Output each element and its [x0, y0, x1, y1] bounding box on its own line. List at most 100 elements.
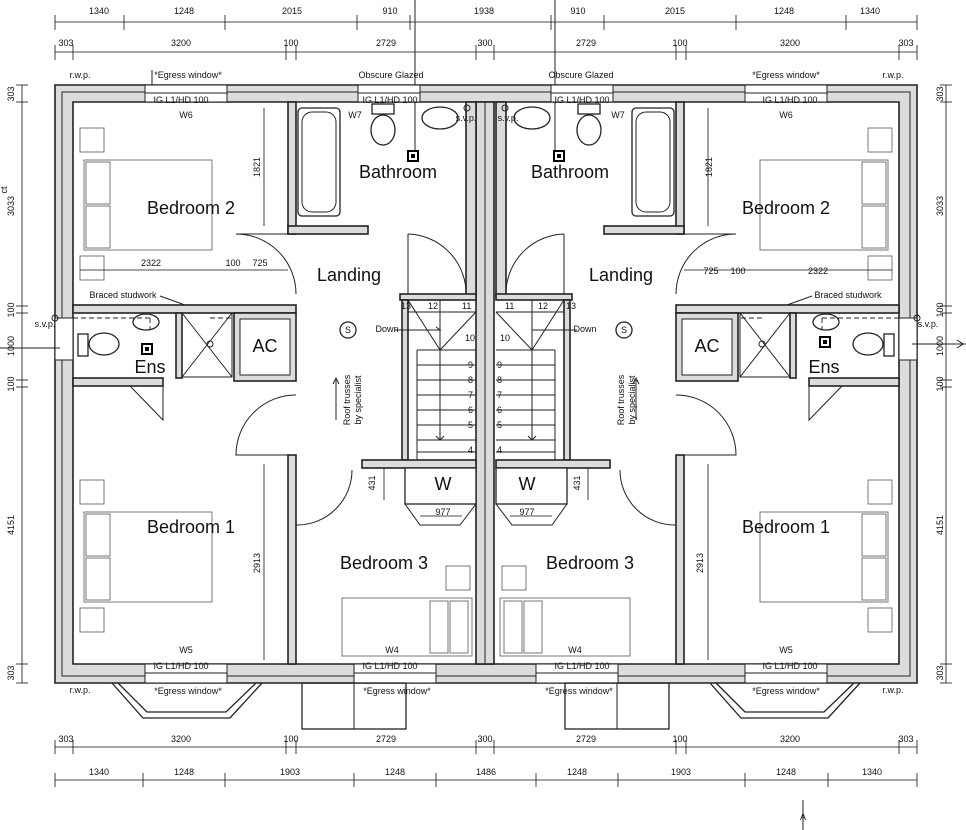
stair-step-9-left: 9 — [468, 360, 473, 370]
label-window-w5-left: W5 — [179, 645, 193, 655]
windows — [54, 84, 918, 684]
dim-side-left-100-a: 100 — [6, 302, 16, 317]
dim-bot2-1903-left: 1903 — [280, 767, 300, 777]
dim-431-right: 431 — [572, 475, 582, 490]
dim-bot2-1248-a: 1248 — [174, 767, 194, 777]
dim-100-int-left: 100 — [225, 258, 240, 268]
stair-step-6-left: 6 — [468, 405, 473, 415]
dim-top2-3200-right: 3200 — [780, 38, 800, 48]
dim-bot2-1248-b: 1248 — [385, 767, 405, 777]
room-label-wardrobe-right: W — [519, 474, 536, 494]
dim-top-910-right: 910 — [570, 6, 585, 16]
note-svp-left: s.v.p. — [35, 319, 56, 329]
note-lintel-bot-2: IG L1/HD 100 — [362, 661, 417, 671]
side-dimensions-left: 303 3033 100 1000 100 4151 303 ct — [0, 84, 28, 684]
dim-bot1-2729-right: 2729 — [576, 734, 596, 744]
label-window-w6-left: W6 — [179, 110, 193, 120]
dim-2322-left: 2322 — [141, 258, 161, 268]
dim-bot1-3200-left: 3200 — [171, 734, 191, 744]
fixtures-right — [495, 103, 966, 660]
note-rwp-bot-right: r.w.p. — [882, 685, 903, 695]
stair-step-7-left: 7 — [468, 390, 473, 400]
room-label-landing-right: Landing — [589, 265, 653, 285]
stair-step-13-right: 13 — [566, 301, 576, 311]
clipped-left-label: ct — [0, 186, 9, 194]
dim-bot1-100-right: 100 — [672, 734, 687, 744]
dim-side-right-1000: 1000 — [935, 336, 945, 356]
dim-top-910-left: 910 — [382, 6, 397, 16]
note-rwp-top-left: r.w.p. — [69, 70, 90, 80]
label-window-w5-right: W5 — [779, 645, 793, 655]
stair-step-6-right: 6 — [497, 405, 502, 415]
dim-side-left-100-b: 100 — [6, 376, 16, 391]
note-rwp-top-right: r.w.p. — [882, 70, 903, 80]
note-roof-trusses-left-1: Roof trusses — [342, 374, 352, 425]
dim-bot2-1248-d: 1248 — [776, 767, 796, 777]
note-svp-bath-right: s.v.p. — [498, 113, 519, 123]
note-lintel-top-2: IG L1/HD 100 — [362, 95, 417, 105]
dim-side-left-4151: 4151 — [6, 515, 16, 535]
note-roof-trusses-right-1: Roof trusses — [616, 374, 626, 425]
dim-725-right: 725 — [703, 266, 718, 276]
dim-side-left-1000: 1000 — [6, 336, 16, 356]
note-down-left: Down — [375, 324, 398, 334]
dim-bot2-1486: 1486 — [476, 767, 496, 777]
note-egress-bot-3: *Egress window* — [545, 686, 613, 696]
room-labels: Bathroom Bathroom Bedroom 2 Bedroom 2 La… — [134, 162, 839, 573]
dim-977-right: 977 — [519, 507, 534, 517]
stair-step-10-left: 10 — [465, 333, 475, 343]
smoke-detector-left: S — [345, 325, 351, 335]
stair-step-5-right: 5 — [497, 420, 502, 430]
note-roof-trusses-right-2: by specialist — [627, 375, 637, 425]
label-window-w4-left: W4 — [385, 645, 399, 655]
stair-step-11-left: 11 — [462, 301, 471, 311]
dim-bot2-1340-left: 1340 — [89, 767, 109, 777]
dim-side-right-303-bottom: 303 — [935, 665, 945, 680]
bottom-dimension-rows: 303 3200 100 2729 300 2729 100 3200 303 … — [54, 734, 918, 787]
dim-top-1340-right: 1340 — [860, 6, 880, 16]
room-label-ac-right: AC — [694, 336, 719, 356]
note-braced-studwork-right: Braced studwork — [814, 290, 882, 300]
dim-725-left: 725 — [252, 258, 267, 268]
dim-977-left: 977 — [435, 507, 450, 517]
dim-bot1-2729-left: 2729 — [376, 734, 396, 744]
dim-top2-303-left: 303 — [58, 38, 73, 48]
stair-step-7-right: 7 — [497, 390, 502, 400]
stair-step-8-right: 8 — [497, 375, 502, 385]
dim-top-1248-right: 1248 — [774, 6, 794, 16]
note-braced-studwork-left: Braced studwork — [89, 290, 157, 300]
note-egress-top-left: *Egress window* — [154, 70, 222, 80]
dim-top-2015-left: 2015 — [282, 6, 302, 16]
dim-top2-100-left: 100 — [283, 38, 298, 48]
note-egress-bot-4: *Egress window* — [752, 686, 820, 696]
dim-bot1-303-left: 303 — [58, 734, 73, 744]
room-label-bathroom-right: Bathroom — [531, 162, 609, 182]
dim-bot1-100-left: 100 — [283, 734, 298, 744]
stair-step-12-left: 12 — [428, 301, 438, 311]
dim-bot2-1340-right: 1340 — [862, 767, 882, 777]
stair-step-11-right: 11 — [505, 301, 514, 311]
stair-step-8-left: 8 — [468, 375, 473, 385]
note-lintel-top-4: IG L1/HD 100 — [762, 95, 817, 105]
dim-top2-2729-right: 2729 — [576, 38, 596, 48]
label-window-w7-left: W7 — [348, 110, 362, 120]
internal-walls-left — [72, 101, 477, 665]
room-label-bedroom2-left: Bedroom 2 — [147, 198, 235, 218]
dim-bot2-1903-right: 1903 — [671, 767, 691, 777]
dim-top-1340-left: 1340 — [89, 6, 109, 16]
note-rwp-bot-left: r.w.p. — [69, 685, 90, 695]
dim-side-right-4151: 4151 — [935, 515, 945, 535]
dim-side-left-303-top: 303 — [6, 86, 16, 101]
label-window-w4-right: W4 — [568, 645, 582, 655]
dim-bot1-300: 300 — [477, 734, 492, 744]
external-walls — [54, 84, 918, 684]
room-label-landing-left: Landing — [317, 265, 381, 285]
note-lintel-top-1: IG L1/HD 100 — [153, 95, 208, 105]
room-label-bedroom3-left: Bedroom 3 — [340, 553, 428, 573]
top-dimension-rows: 1340 1248 2015 910 1938 910 2015 1248 13… — [54, 6, 918, 60]
side-dimensions-right: 303 3033 100 1000 100 4151 303 — [935, 84, 952, 684]
stair-step-12-right: 12 — [538, 301, 548, 311]
note-egress-bot-1: *Egress window* — [154, 686, 222, 696]
dim-bot1-303-right: 303 — [898, 734, 913, 744]
dim-side-left-3033: 3033 — [6, 196, 16, 216]
